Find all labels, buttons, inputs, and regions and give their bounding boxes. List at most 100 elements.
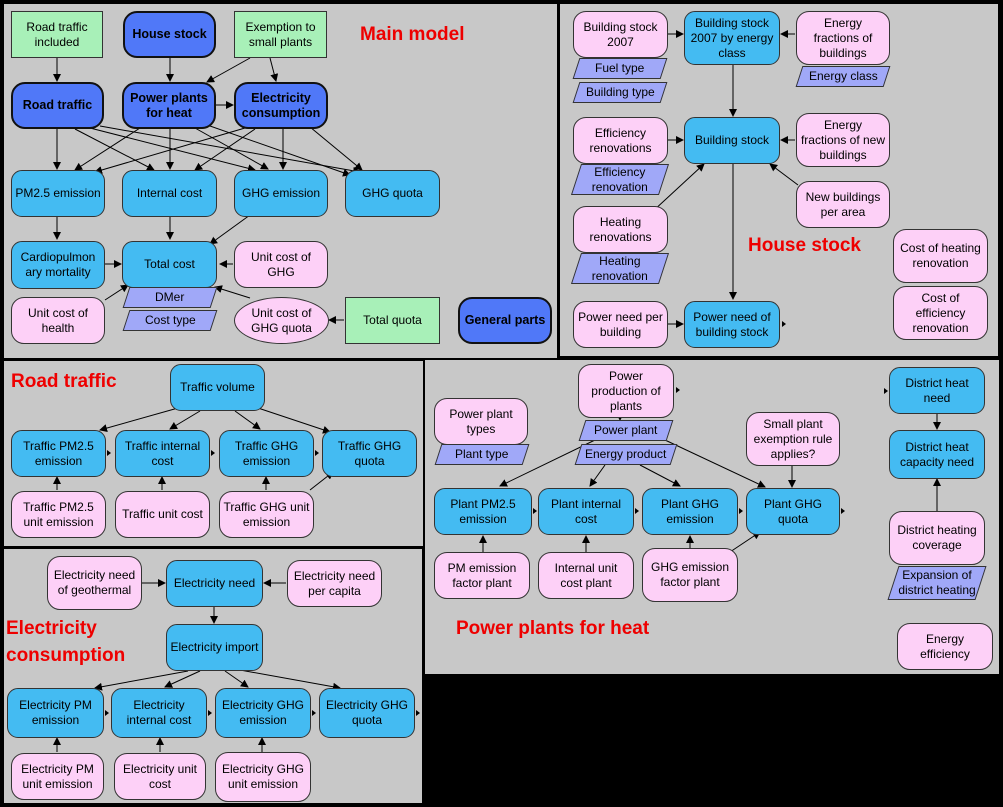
node-new-buildings-per-area[interactable]: New buildings per area (796, 181, 890, 228)
node-building-stock[interactable]: Building stock (684, 117, 780, 164)
node-internal-cost[interactable]: Internal cost (122, 170, 217, 217)
node-label: Efficiency renovations (589, 125, 652, 155)
node-label: General parts (464, 313, 546, 327)
node-label: Traffic internal cost (124, 438, 201, 468)
output-marker (739, 508, 743, 514)
node-cost-heating-renovation[interactable]: Cost of heating renovation (893, 229, 988, 283)
node-building-stock-2007[interactable]: Building stock 2007 (573, 11, 668, 58)
node-general-parts-module[interactable]: General parts (458, 297, 552, 344)
node-power-plants-heat-module[interactable]: Power plants for heat (122, 82, 216, 129)
node-unit-cost-health[interactable]: Unit cost of health (11, 297, 105, 344)
node-efficiency-renovations[interactable]: Efficiency renovations (573, 117, 668, 164)
node-label: Cardiopulmon ary mortality (20, 250, 96, 279)
node-traffic-volume[interactable]: Traffic volume (170, 364, 265, 411)
index-power-plant[interactable]: Power plant (578, 420, 674, 441)
node-electricity-need-geothermal[interactable]: Electricity need of geothermal (47, 556, 142, 610)
node-plant-ghg-emission[interactable]: Plant GHG emission (642, 488, 738, 535)
node-electricity-import[interactable]: Electricity import (166, 624, 263, 671)
node-electricity-pm-unit-emission[interactable]: Electricity PM unit emission (11, 753, 104, 800)
node-energy-efficiency[interactable]: Energy efficiency (897, 623, 993, 670)
node-label: Traffic GHG unit emission (223, 499, 310, 529)
index-plant-type[interactable]: Plant type (434, 444, 530, 465)
node-traffic-pm25-emission[interactable]: Traffic PM2.5 emission (11, 430, 106, 477)
node-label: GHG quota (362, 186, 423, 200)
output-marker (208, 710, 212, 716)
index-expansion-district-heating[interactable]: Expansion of district heating (887, 566, 987, 600)
node-electricity-ghg-emission[interactable]: Electricity GHG emission (215, 688, 311, 738)
title-electricity-consumption: Electricity consumption (6, 615, 156, 669)
node-house-stock-module[interactable]: House stock (123, 11, 216, 58)
node-electricity-internal-cost[interactable]: Electricity internal cost (111, 688, 207, 738)
node-label: Internal unit cost plant (554, 560, 618, 590)
node-small-plant-exemption[interactable]: Small plant exemption rule applies? (746, 412, 840, 466)
node-road-traffic-module[interactable]: Road traffic (11, 82, 104, 129)
title-power-plants: Power plants for heat (456, 618, 650, 639)
node-traffic-unit-cost[interactable]: Traffic unit cost (115, 491, 210, 538)
node-internal-unit-cost-plant[interactable]: Internal unit cost plant (538, 552, 634, 599)
node-electricity-unit-cost[interactable]: Electricity unit cost (114, 753, 206, 800)
node-traffic-internal-cost[interactable]: Traffic internal cost (115, 430, 210, 477)
node-pm-emission-factor-plant[interactable]: PM emission factor plant (434, 552, 530, 599)
title-main-model: Main model (360, 24, 465, 45)
node-plant-ghg-quota[interactable]: Plant GHG quota (746, 488, 840, 535)
node-district-heat-need[interactable]: District heat need (889, 367, 985, 414)
node-electricity-ghg-unit-emission[interactable]: Electricity GHG unit emission (215, 752, 311, 802)
node-ghg-emission[interactable]: GHG emission (234, 170, 328, 217)
node-traffic-ghg-quota[interactable]: Traffic GHG quota (322, 430, 417, 477)
node-label: Plant GHG emission (660, 496, 720, 526)
node-label: Energy fractions of new buildings (800, 117, 886, 162)
index-cost-type[interactable]: Cost type (122, 310, 218, 331)
node-label: GHG emission factor plant (650, 560, 730, 589)
node-label: Electricity need of geothermal (53, 568, 136, 597)
node-total-cost[interactable]: Total cost (122, 241, 217, 288)
node-energy-fractions-new[interactable]: Energy fractions of new buildings (796, 113, 890, 167)
node-electricity-pm-emission[interactable]: Electricity PM emission (7, 688, 104, 738)
node-cost-efficiency-renovation[interactable]: Cost of efficiency renovation (893, 286, 988, 340)
output-marker (105, 710, 109, 716)
node-label: Road traffic included (26, 19, 88, 49)
node-unit-cost-ghg[interactable]: Unit cost of GHG (234, 241, 328, 288)
node-label: Cost of heating renovation (900, 241, 981, 270)
index-building-type[interactable]: Building type (572, 82, 668, 103)
node-traffic-ghg-emission[interactable]: Traffic GHG emission (219, 430, 314, 477)
node-label: Power need per building (578, 309, 663, 339)
node-power-need-building-stock[interactable]: Power need of building stock (684, 301, 780, 348)
node-plant-internal-cost[interactable]: Plant internal cost (538, 488, 634, 535)
node-electricity-need[interactable]: Electricity need (166, 560, 263, 607)
node-electricity-consumption-module[interactable]: Electricity consumption (234, 82, 328, 129)
node-power-production-plants[interactable]: Power production of plants (578, 364, 674, 418)
index-energy-product[interactable]: Energy product (574, 444, 678, 465)
node-district-heat-capacity-need[interactable]: District heat capacity need (889, 430, 985, 479)
node-ghg-quota[interactable]: GHG quota (345, 170, 440, 217)
node-plant-pm25-emission[interactable]: Plant PM2.5 emission (434, 488, 532, 535)
index-heating-renovation[interactable]: Heating renovation (570, 253, 670, 284)
index-fuel-type[interactable]: Fuel type (572, 58, 668, 79)
node-unit-cost-ghg-quota[interactable]: Unit cost of GHG quota (234, 297, 329, 344)
node-power-plant-types[interactable]: Power plant types (434, 398, 528, 445)
node-electricity-need-per-capita[interactable]: Electricity need per capita (287, 560, 382, 607)
index-efficiency-renovation[interactable]: Efficiency renovation (570, 164, 670, 195)
node-label: District heating coverage (897, 523, 977, 552)
node-label: Total quota (363, 313, 422, 327)
index-label: Energy product (585, 447, 667, 461)
node-power-need-per-building[interactable]: Power need per building (573, 301, 668, 348)
node-energy-fractions-buildings[interactable]: Energy fractions of buildings (796, 11, 890, 65)
node-label: Road traffic (22, 98, 93, 112)
node-cardiopulmonary-mortality[interactable]: Cardiopulmon ary mortality (11, 241, 105, 289)
node-total-quota[interactable]: Total quota (345, 297, 440, 344)
node-exemption-small-plants[interactable]: Exemption to small plants (234, 11, 327, 58)
node-building-stock-energy-class[interactable]: Building stock 2007 by energy class (684, 11, 780, 65)
node-road-traffic-included[interactable]: Road traffic included (11, 11, 103, 58)
node-heating-renovations[interactable]: Heating renovations (573, 206, 668, 253)
node-traffic-ghg-unit-emission[interactable]: Traffic GHG unit emission (219, 491, 314, 538)
node-label: Unit cost of health (27, 305, 89, 335)
index-dmer[interactable]: DMer (122, 287, 218, 308)
index-energy-class[interactable]: Energy class (795, 66, 891, 87)
node-district-heating-coverage[interactable]: District heating coverage (889, 511, 985, 565)
index-label: Expansion of district heating (898, 568, 976, 597)
index-label: Energy class (808, 69, 878, 83)
node-pm25-emission[interactable]: PM2.5 emission (11, 170, 105, 217)
node-electricity-ghg-quota[interactable]: Electricity GHG quota (319, 688, 415, 738)
node-ghg-emission-factor-plant[interactable]: GHG emission factor plant (642, 548, 738, 602)
node-traffic-pm25-unit-emission[interactable]: Traffic PM2.5 unit emission (11, 491, 106, 538)
